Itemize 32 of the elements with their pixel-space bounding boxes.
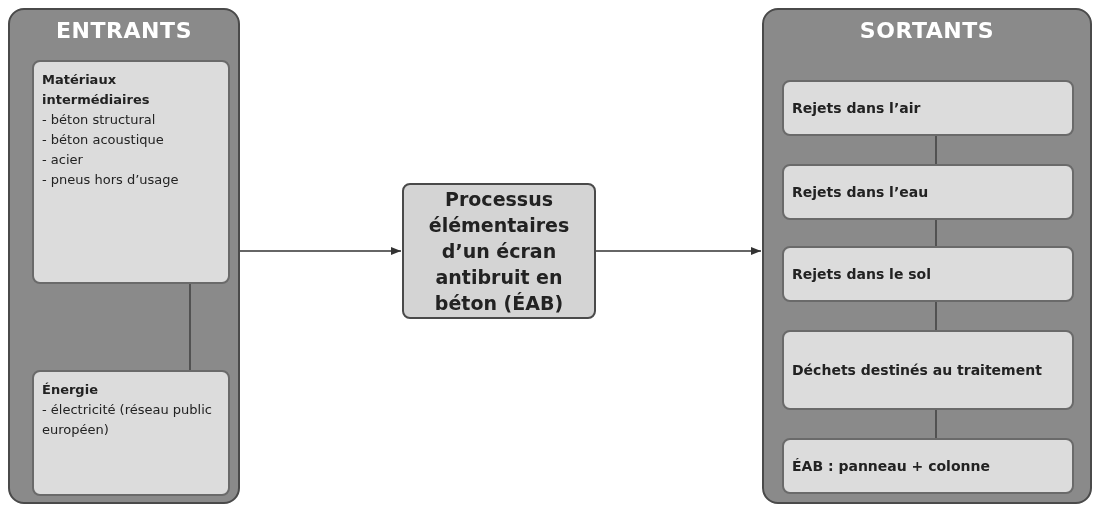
panel-title: SORTANTS (859, 17, 995, 45)
arrow (595, 247, 762, 255)
list-item: - électricité (réseau public européen) (42, 401, 213, 439)
output-box (782, 164, 1074, 220)
connector-line (935, 409, 937, 439)
arrow (239, 247, 402, 255)
output-label: Rejets dans le sol (792, 265, 932, 284)
panel-title: ENTRANTS (55, 17, 193, 45)
connector-line (935, 219, 937, 247)
connector-line (189, 283, 191, 371)
list-item: - béton structural (42, 111, 156, 129)
group-panel (762, 8, 1092, 504)
card-heading: Matériaux intermédiaires (42, 71, 151, 109)
group-panel (8, 8, 240, 504)
list-item: - acier (42, 151, 83, 169)
list-item: - pneus hors d’usage (42, 171, 179, 189)
connector-line (935, 135, 937, 165)
process-label: Processus élémentaires d’un écran antibruit en béton (ÉAB) (427, 187, 571, 316)
output-label: Rejets dans l’eau (792, 183, 929, 202)
output-box (782, 330, 1074, 410)
output-box (782, 80, 1074, 136)
input-box (32, 370, 230, 496)
input-box (32, 60, 230, 284)
card-heading: Énergie (42, 381, 98, 399)
output-label: ÉAB : panneau + colonne (792, 457, 990, 476)
process-box (402, 183, 596, 319)
output-label: Déchets destinés au traitement (792, 361, 1042, 380)
output-label: Rejets dans l’air (792, 99, 921, 118)
output-box (782, 438, 1074, 494)
output-box (782, 246, 1074, 302)
connector-line (935, 301, 937, 331)
list-item: - béton acoustique (42, 131, 164, 149)
